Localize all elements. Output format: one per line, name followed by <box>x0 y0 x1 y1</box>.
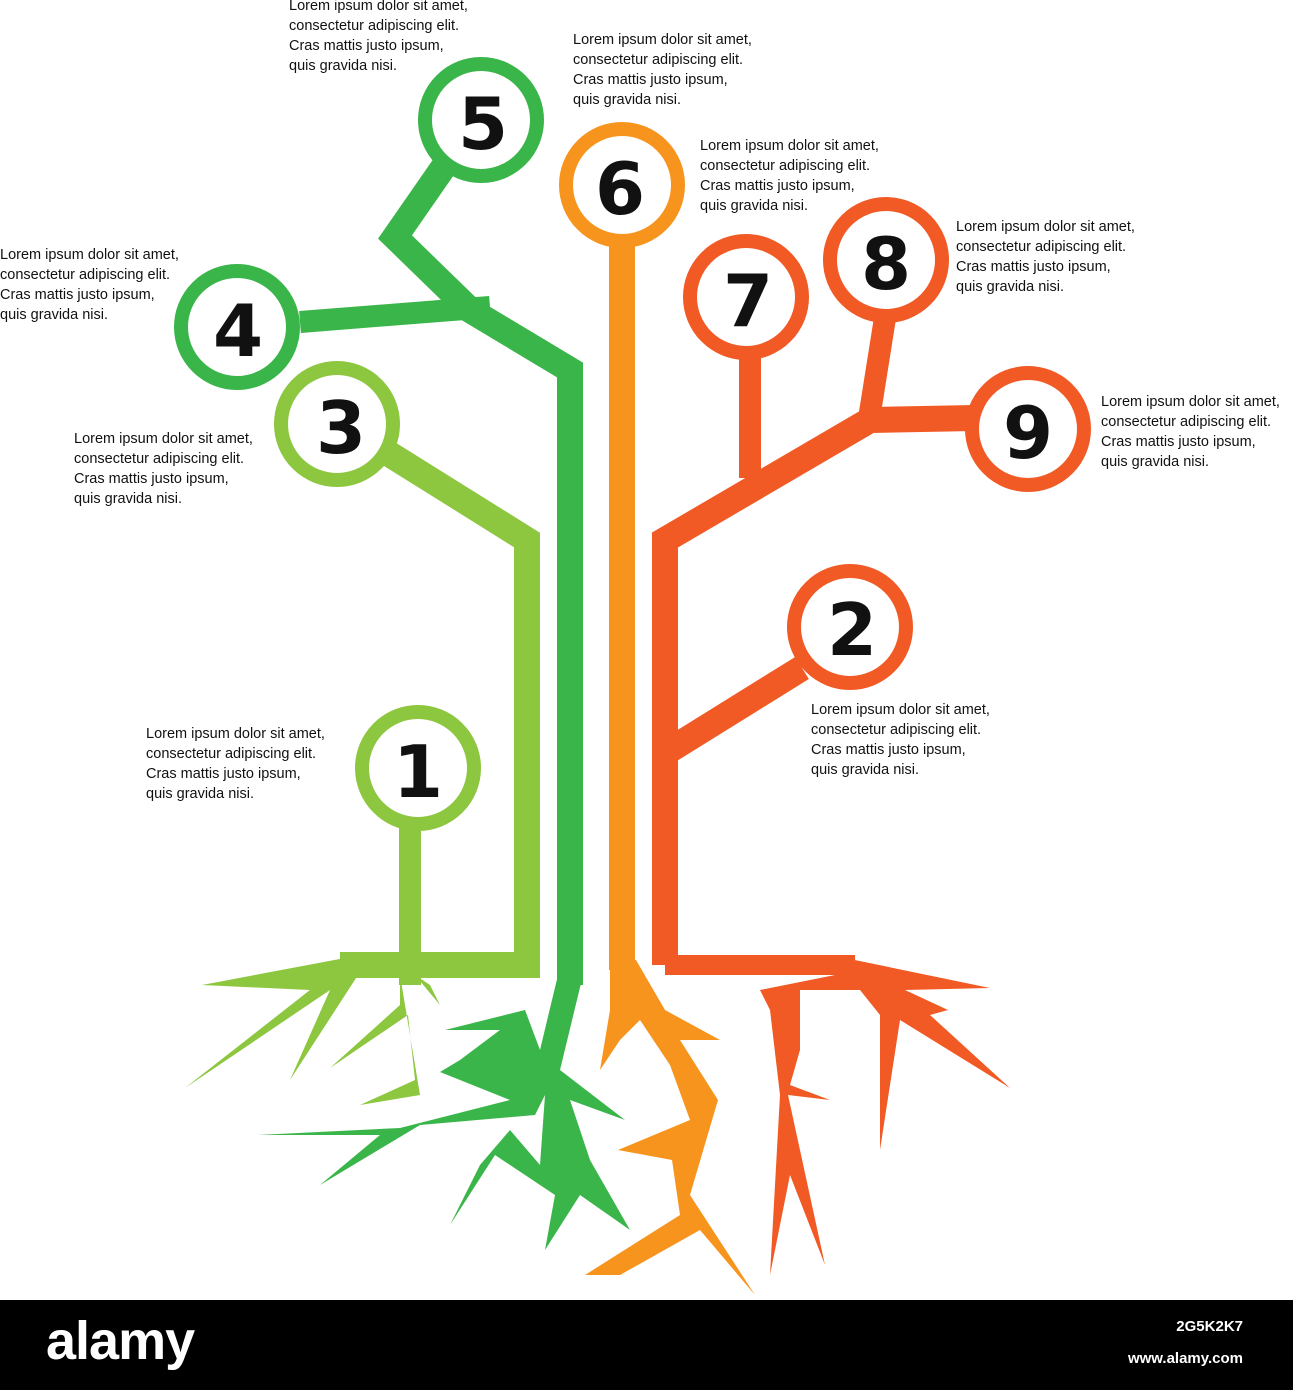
roots-light-green <box>185 958 440 1105</box>
node-2: 2 <box>787 564 913 690</box>
node-4-number: 4 <box>213 289 263 373</box>
node-9-number: 9 <box>1003 391 1053 475</box>
node-5-number: 5 <box>458 82 508 166</box>
node-7-number: 7 <box>723 259 773 343</box>
note-2-line-1: Lorem ipsum dolor sit amet, <box>811 702 990 718</box>
note-2-line-3: Cras mattis justo ipsum, <box>811 742 966 758</box>
note-7: Lorem ipsum dolor sit amet, consectetur … <box>700 136 879 216</box>
note-3: Lorem ipsum dolor sit amet, consectetur … <box>74 429 253 509</box>
note-6-line-1: Lorem ipsum dolor sit amet, <box>573 32 752 48</box>
note-6-line-3: Cras mattis justo ipsum, <box>573 72 728 88</box>
note-5-line-2: consectetur adipiscing elit. <box>289 18 460 34</box>
branch-4-line <box>299 296 491 333</box>
node-4-ring <box>174 264 300 390</box>
branch-trunk-red <box>652 405 976 965</box>
tree-diagram: 1 2 3 4 5 6 7 8 9 <box>174 57 1091 1295</box>
note-9: Lorem ipsum dolor sit amet, consectetur … <box>1101 392 1280 472</box>
note-8: Lorem ipsum dolor sit amet, consectetur … <box>956 217 1135 297</box>
note-4: Lorem ipsum dolor sit amet, consectetur … <box>0 245 179 325</box>
note-6: Lorem ipsum dolor sit amet, consectetur … <box>573 30 752 110</box>
note-9-line-3: Cras mattis justo ipsum, <box>1101 434 1256 450</box>
watermark-footer: alamy 2G5K2K7 www.alamy.com <box>0 1300 1293 1390</box>
node-7: 7 <box>683 234 809 360</box>
note-1-line-1: Lorem ipsum dolor sit amet, <box>146 726 325 742</box>
node-8-ring <box>823 197 949 323</box>
note-1-line-2: consectetur adipiscing elit. <box>146 746 317 762</box>
node-9-ring <box>965 366 1091 492</box>
node-7-ring <box>683 234 809 360</box>
node-5-ring <box>418 57 544 183</box>
node-1-ring <box>355 705 481 831</box>
node-3-number: 3 <box>316 386 366 470</box>
node-6: 6 <box>559 122 685 248</box>
brand-logo: alamy <box>46 1311 195 1371</box>
node-1-number: 1 <box>393 730 443 814</box>
note-8-line-1: Lorem ipsum dolor sit amet, <box>956 219 1135 235</box>
node-3: 3 <box>274 361 400 487</box>
node-9: 9 <box>965 366 1091 492</box>
node-6-ring <box>559 122 685 248</box>
note-8-line-2: consectetur adipiscing elit. <box>956 239 1127 255</box>
note-6-line-4: quis gravida nisi. <box>573 92 681 108</box>
note-3-line-2: consectetur adipiscing elit. <box>74 451 245 467</box>
note-7-line-4: quis gravida nisi. <box>700 198 808 214</box>
roots-red-orange <box>760 958 1010 1275</box>
site-url: www.alamy.com <box>1127 1350 1243 1367</box>
note-4-line-1: Lorem ipsum dolor sit amet, <box>0 247 179 263</box>
node-8: 8 <box>823 197 949 323</box>
node-1: 1 <box>355 705 481 831</box>
note-5-line-3: Cras mattis justo ipsum, <box>289 38 444 54</box>
branch-2-line <box>663 656 809 762</box>
note-9-line-4: quis gravida nisi. <box>1101 454 1209 470</box>
note-1-line-4: quis gravida nisi. <box>146 786 254 802</box>
note-4-line-2: consectetur adipiscing elit. <box>0 267 171 283</box>
note-5: Lorem ipsum dolor sit amet, consectetur … <box>289 0 468 76</box>
note-5-line-1: Lorem ipsum dolor sit amet, <box>289 0 468 14</box>
image-id: 2G5K2K7 <box>1176 1318 1243 1335</box>
roots-green <box>258 975 630 1250</box>
node-4: 4 <box>174 264 300 390</box>
note-8-line-3: Cras mattis justo ipsum, <box>956 259 1111 275</box>
note-2-line-2: consectetur adipiscing elit. <box>811 722 982 738</box>
note-4-line-4: quis gravida nisi. <box>0 307 108 323</box>
node-2-number: 2 <box>827 588 877 672</box>
note-1-line-3: Cras mattis justo ipsum, <box>146 766 301 782</box>
branch-5-line <box>378 157 583 985</box>
node-2-ring <box>787 564 913 690</box>
note-1: Lorem ipsum dolor sit amet, consectetur … <box>146 724 325 804</box>
note-9-line-1: Lorem ipsum dolor sit amet, <box>1101 394 1280 410</box>
note-2: Lorem ipsum dolor sit amet, consectetur … <box>811 700 990 780</box>
note-7-line-1: Lorem ipsum dolor sit amet, <box>700 138 879 154</box>
roots-orange <box>585 960 755 1295</box>
note-2-line-4: quis gravida nisi. <box>811 762 919 778</box>
node-5: 5 <box>418 57 544 183</box>
node-6-number: 6 <box>595 147 645 231</box>
note-3-line-1: Lorem ipsum dolor sit amet, <box>74 431 253 447</box>
branch-3-line <box>340 438 540 978</box>
note-6-line-2: consectetur adipiscing elit. <box>573 52 744 68</box>
note-3-line-3: Cras mattis justo ipsum, <box>74 471 229 487</box>
note-4-line-3: Cras mattis justo ipsum, <box>0 287 155 303</box>
note-9-line-2: consectetur adipiscing elit. <box>1101 414 1272 430</box>
branch-8-line <box>857 316 896 427</box>
node-8-number: 8 <box>861 222 911 306</box>
note-8-line-4: quis gravida nisi. <box>956 279 1064 295</box>
note-3-line-4: quis gravida nisi. <box>74 491 182 507</box>
note-5-line-4: quis gravida nisi. <box>289 58 397 74</box>
note-7-line-2: consectetur adipiscing elit. <box>700 158 871 174</box>
node-3-ring <box>274 361 400 487</box>
note-7-line-3: Cras mattis justo ipsum, <box>700 178 855 194</box>
